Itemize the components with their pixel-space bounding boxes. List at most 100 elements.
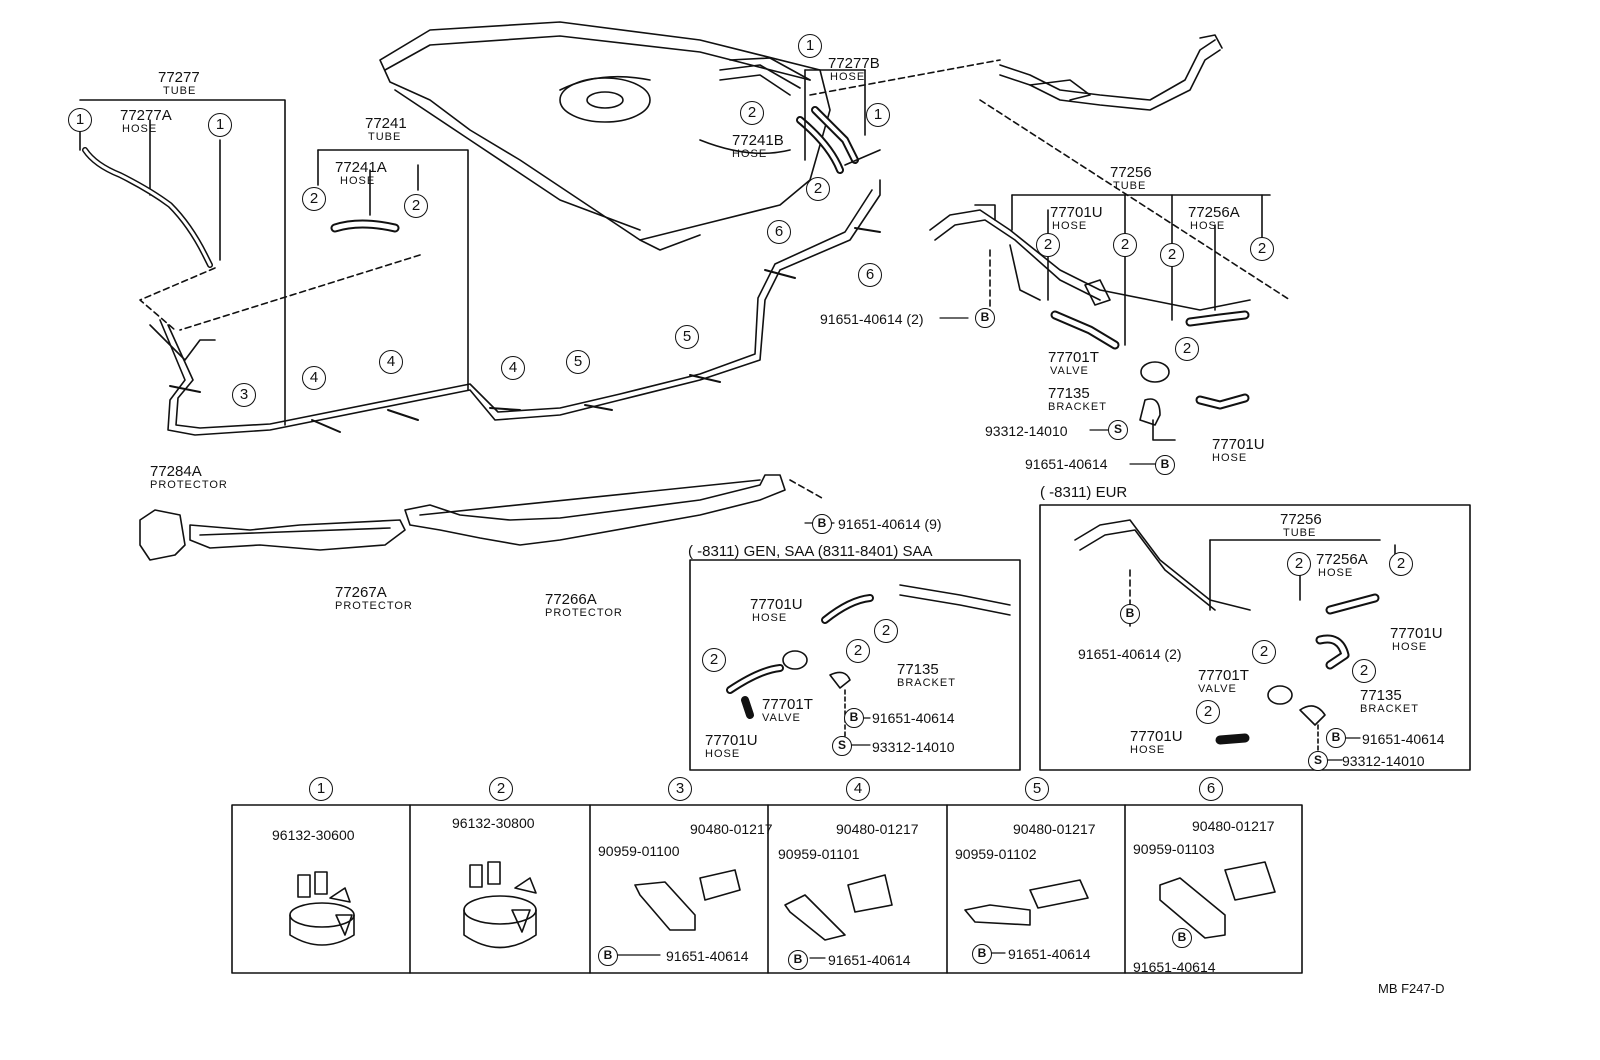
part-77135-num: 77135 xyxy=(897,661,939,678)
part-77256A-type: HOSE xyxy=(1190,220,1226,232)
part-77277B-type: HOSE xyxy=(830,71,866,83)
screw-code: 93312-14010 xyxy=(1342,753,1425,769)
bolt-b-symbol: B xyxy=(812,514,832,534)
ref-4-marker: 4 xyxy=(501,356,525,380)
bolt-b-symbol: B xyxy=(1326,728,1346,748)
legend-ref-6: 6 xyxy=(1199,777,1223,801)
ref-3-marker: 3 xyxy=(232,383,256,407)
part-77701U-type: HOSE xyxy=(1212,452,1248,464)
part-77701U-type: HOSE xyxy=(752,612,788,624)
protector-assembly xyxy=(139,474,786,561)
bolt-b-symbol: B xyxy=(844,708,864,728)
ref-2-marker: 2 xyxy=(302,187,326,211)
legend-4-bolt-symbol: B xyxy=(788,950,808,970)
part-77701T-type: VALVE xyxy=(1050,365,1089,377)
ref-1-marker: 1 xyxy=(798,34,822,58)
legend-ref-5: 5 xyxy=(1025,777,1049,801)
part-77701T-num: 77701T xyxy=(1048,349,1099,366)
ref-2-marker: 2 xyxy=(1252,640,1276,664)
part-77135-num: 77135 xyxy=(1048,385,1090,402)
legend-ref-2: 2 xyxy=(489,777,513,801)
legend-1-part: 96132-30600 xyxy=(272,827,355,843)
part-77277-type: TUBE xyxy=(163,85,197,97)
part-leaders xyxy=(617,317,1361,959)
part-77135-type: BRACKET xyxy=(1360,703,1419,715)
ref-2-marker: 2 xyxy=(702,648,726,672)
ref-5-marker: 5 xyxy=(566,350,590,374)
legend-4-bolt: 91651-40614 xyxy=(828,952,911,968)
part-77135-type: BRACKET xyxy=(897,677,956,689)
bolt-code: 91651-40614 xyxy=(1362,731,1445,747)
part-77701T-num: 77701T xyxy=(762,696,813,713)
part-77701U-num: 77701U xyxy=(750,596,803,613)
ref-2-marker: 2 xyxy=(1352,659,1376,683)
part-77701T-num: 77701T xyxy=(1198,667,1249,684)
ref-2-marker: 2 xyxy=(740,101,764,125)
ref-4-marker: 4 xyxy=(379,350,403,374)
legend-4-clamp: 90480-01217 xyxy=(836,821,919,837)
part-77267A-num: 77267A xyxy=(335,584,387,601)
legend-clamp-4 xyxy=(784,874,893,941)
leader-lines-top-left xyxy=(79,99,469,426)
part-77256-num: 77256 xyxy=(1110,164,1152,181)
clamp-marks xyxy=(169,227,881,433)
legend-clamp-3 xyxy=(634,869,741,931)
eur-box-title: ( -8311) EUR xyxy=(1040,484,1128,501)
hoses-top-center xyxy=(719,57,881,174)
ref-2-marker: 2 xyxy=(874,619,898,643)
part-77701T-type: VALVE xyxy=(762,712,801,724)
bolt-b-symbol: B xyxy=(1155,455,1175,475)
legend-3-bolt: 91651-40614 xyxy=(666,948,749,964)
legend-ref-4: 4 xyxy=(846,777,870,801)
part-77701U-num: 77701U xyxy=(1050,204,1103,221)
fuel-tank-outline xyxy=(379,21,831,251)
ref-2-marker: 2 xyxy=(404,194,428,218)
ref-2-marker: 2 xyxy=(846,639,870,663)
legend-hose-clamp-2 xyxy=(463,861,537,949)
ref-6-marker: 6 xyxy=(767,220,791,244)
legend-3-clamp: 90480-01217 xyxy=(690,821,773,837)
legend-4-bracket: 90959-01101 xyxy=(778,846,860,862)
ref-2-marker: 2 xyxy=(1250,237,1274,261)
ref-6-marker: 6 xyxy=(858,263,882,287)
ref-2-marker: 2 xyxy=(1287,552,1311,576)
box-eur xyxy=(1039,504,1471,771)
ref-2-marker: 2 xyxy=(1175,337,1199,361)
ref-2-marker: 2 xyxy=(1113,233,1137,257)
gen-saa-box-title: ( -8311) GEN, SAA (8311-8401) SAA xyxy=(688,543,933,560)
legend-6-bolt-symbol: B xyxy=(1172,928,1192,948)
part-77701U-type: HOSE xyxy=(1052,220,1088,232)
filler-tube xyxy=(999,34,1223,111)
bolt-code-2: 91651-40614 (2) xyxy=(1078,646,1182,662)
part-77267A-type: PROTECTOR xyxy=(335,600,413,612)
ref-1-marker: 1 xyxy=(68,108,92,132)
eur-parts xyxy=(1074,519,1396,761)
legend-3-bolt-symbol: B xyxy=(598,946,618,966)
bolt-b-symbol: B xyxy=(1120,604,1140,624)
bolt-code: 91651-40614 xyxy=(1025,456,1108,472)
part-77241A-num: 77241A xyxy=(335,159,387,176)
part-77266A-type: PROTECTOR xyxy=(545,607,623,619)
ref-2-marker: 2 xyxy=(1160,243,1184,267)
ref-2-marker: 2 xyxy=(806,177,830,201)
part-77701U-type: HOSE xyxy=(705,748,741,760)
dashed-links xyxy=(139,59,1291,631)
part-77241A-type: HOSE xyxy=(340,175,376,187)
part-77701U-type: HOSE xyxy=(1392,641,1428,653)
bolt-code: 91651-40614 xyxy=(872,710,955,726)
part-77277B-num: 77277B xyxy=(828,55,880,72)
legend-5-bolt: 91651-40614 xyxy=(1008,946,1091,962)
ref-4-marker: 4 xyxy=(302,366,326,390)
hoses-right-upper xyxy=(1050,310,1250,441)
part-77241B-num: 77241B xyxy=(732,132,784,149)
bolt-b-symbol: B xyxy=(975,308,995,328)
legend-ref-3: 3 xyxy=(668,777,692,801)
ref-5-marker: 5 xyxy=(675,325,699,349)
part-77277A-type: HOSE xyxy=(122,123,158,135)
part-77241-num: 77241 xyxy=(365,115,407,132)
part-77135-num: 77135 xyxy=(1360,687,1402,704)
part-77284A-num: 77284A xyxy=(150,463,202,480)
screw-s-symbol: S xyxy=(832,736,852,756)
main-tube-run xyxy=(149,179,881,436)
